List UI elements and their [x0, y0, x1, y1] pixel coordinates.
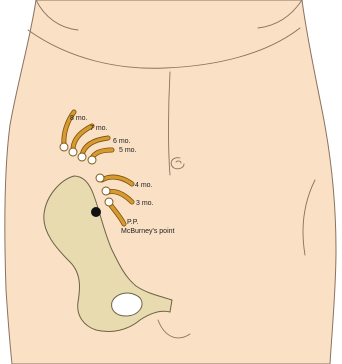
label-5mo: 5 mo. — [119, 147, 137, 154]
label-3mo: 3 mo. — [136, 200, 154, 207]
label-4mo: 4 mo. — [135, 182, 153, 189]
label-7mo: 7 mo. — [90, 125, 108, 132]
label-8mo: 8 mo. — [70, 115, 88, 122]
mcburney-point-marker — [91, 207, 101, 217]
label-mcburney-point: McBurney's point — [121, 228, 175, 235]
label-6mo: 6 mo. — [113, 138, 131, 145]
label-pp: P.P. — [127, 219, 138, 226]
